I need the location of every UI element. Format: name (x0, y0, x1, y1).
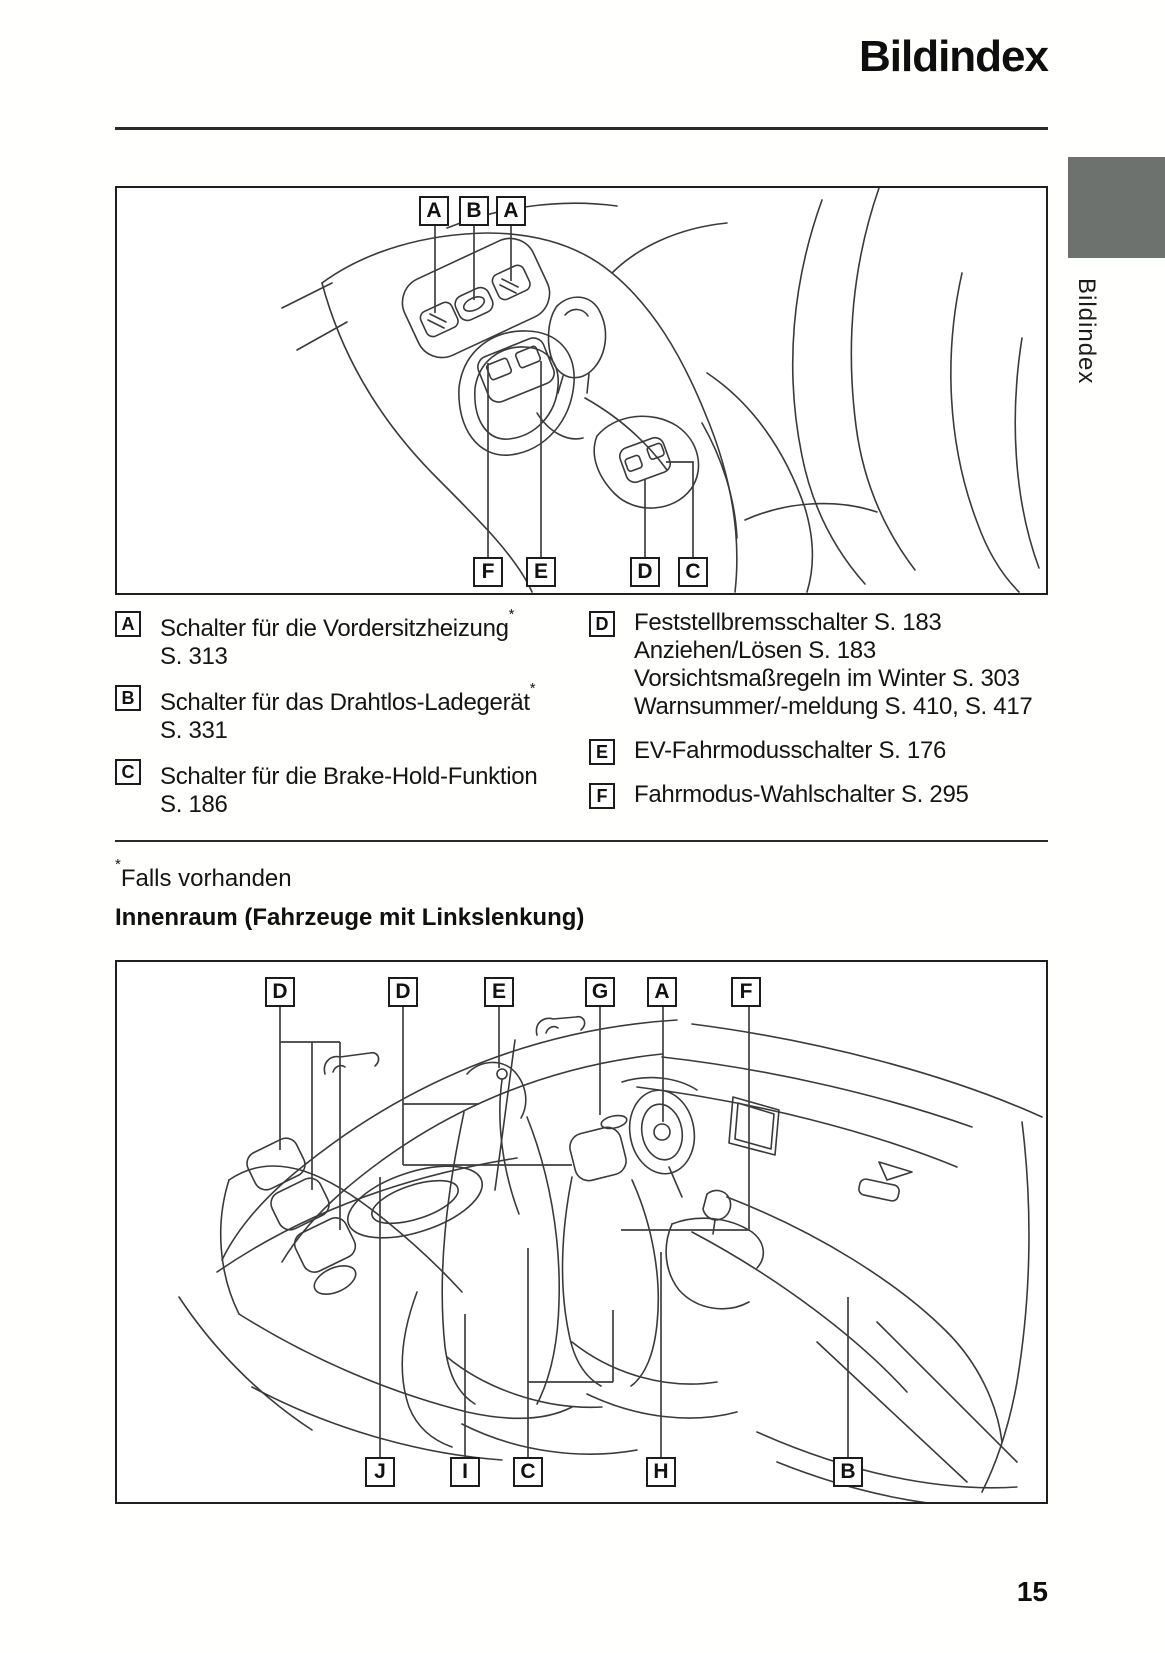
parking-brake-switch (624, 454, 643, 472)
center-console-illustration (281, 188, 1040, 593)
callout-seat-heater-right: A (496, 196, 526, 226)
callout-rear-seats: J (365, 1457, 395, 1487)
wireless-charger-switch (454, 286, 494, 322)
footnote-marker: * (115, 856, 121, 873)
callout-door-handle: G (585, 977, 615, 1007)
legend-letter-d: D (589, 611, 615, 637)
interior-illustration (178, 1007, 1043, 1502)
dashboard (600, 1056, 1030, 1493)
section-divider (115, 840, 1048, 842)
legend-column-right: D Feststellbremsschalter S. 183 Anziehen… (589, 609, 1051, 831)
legend-item-d: D Feststellbremsschalter S. 183 Anziehen… (589, 609, 1051, 721)
legend-page-ref: S. 186 (160, 791, 228, 818)
legend-text-c: Schalter für die Brake-Hold-Funktion S. … (160, 757, 589, 819)
legend-text-d: Feststellbremsschalter S. 183 Anziehen/L… (634, 609, 1051, 721)
shift-knob (547, 296, 607, 379)
legend-line: Vorsichtsmaßregeln im Winter S. 303 (634, 665, 1020, 692)
legend-text-b: Schalter für das Drahtlos-Ladegerät* S. … (160, 680, 589, 745)
callout-seat-heater-left: A (419, 196, 449, 226)
callout-wireless-charger: B (459, 196, 489, 226)
legend-column-left: A Schalter für die Vordersitzheizung* S.… (115, 606, 589, 831)
callout-brake-hold: C (678, 557, 708, 587)
floor-lines (756, 1321, 1018, 1502)
door-and-armrest-context (706, 188, 1040, 593)
brake-hold-switch (646, 442, 665, 460)
figure-legend: A Schalter für die Vordersitzheizung* S.… (115, 606, 1051, 831)
legend-item-f: F Fahrmodus-Wahlschalter S. 295 (589, 781, 1051, 809)
console-figure: A B A F E D C (115, 186, 1048, 595)
legend-page-ref: S. 331 (160, 717, 228, 744)
legend-page-ref: S. 313 (160, 643, 228, 670)
page-title: Bildindex (858, 32, 1049, 81)
rear-headrest-3 (293, 1217, 357, 1273)
footnote: *Falls vorhanden (115, 856, 292, 893)
legend-letter-b: B (115, 685, 141, 711)
legend-letter-e: E (589, 739, 615, 765)
callout-seat-cushion: I (450, 1457, 480, 1487)
roof-and-window-lines (216, 1019, 1043, 1273)
rear-seat (178, 1137, 573, 1461)
callout-center-display: F (731, 977, 761, 1007)
driver-seat (561, 1126, 738, 1419)
section-heading: Innenraum (Fahrzeuge mit Linkslenkung) (115, 904, 585, 931)
chapter-tab-label: Bildindex (1073, 278, 1100, 385)
legend-label: Schalter für die Vordersitzheizung (160, 615, 509, 642)
legend-line: Warnsummer/-meldung S. 410, S. 417 (634, 693, 1033, 720)
legend-letter-f: F (589, 783, 615, 809)
legend-label: Schalter für die Brake-Hold-Funktion (160, 763, 538, 790)
legend-letter-a: A (115, 611, 141, 637)
side-vent (858, 1178, 900, 1202)
legend-text-a: Schalter für die Vordersitzheizung* S. 3… (160, 606, 589, 671)
grab-handles (323, 1015, 586, 1075)
page-number: 15 (1016, 1576, 1048, 1607)
footnote-text: Falls vorhanden (120, 865, 292, 892)
steering-wheel (621, 1076, 698, 1198)
rear-headrest-2 (270, 1177, 330, 1231)
rear-headrest-1 (246, 1137, 306, 1191)
seat-heater-switch-right (491, 264, 531, 301)
callout-steering-wheel: A (647, 977, 677, 1007)
callout-front-headrests: D (388, 977, 418, 1007)
driver-headrest (569, 1126, 627, 1182)
center-console-shifter (665, 1189, 765, 1310)
callout-front-seats: C (513, 1457, 543, 1487)
callout-rear-headrests: D (265, 977, 295, 1007)
legend-item-b: B Schalter für das Drahtlos-Ladegerät* S… (115, 680, 589, 745)
footnote-marker: * (529, 680, 536, 697)
legend-text-f: Fahrmodus-Wahlschalter S. 295 (634, 781, 969, 808)
legend-label: Schalter für das Drahtlos-Ladegerät (160, 689, 530, 716)
legend-item-c: C Schalter für die Brake-Hold-Funktion S… (115, 757, 589, 819)
chapter-tab (1068, 157, 1165, 258)
legend-line: Feststellbremsschalter S. 183 (634, 609, 942, 636)
legend-item-e: E EV-Fahrmodusschalter S. 176 (589, 737, 1051, 765)
door-handle (600, 1114, 628, 1130)
callout-center-console: H (646, 1457, 676, 1487)
drive-mode-switch-panel (477, 337, 555, 403)
callout-glovebox: B (833, 1457, 863, 1487)
seat-heater-switch-left (419, 301, 459, 338)
footnote-marker: * (508, 606, 515, 623)
drive-mode-select-switch (485, 357, 513, 381)
legend-line: Anziehen/Lösen S. 183 (634, 637, 876, 664)
console-body (321, 232, 738, 593)
legend-letter-c: C (115, 759, 141, 785)
upper-switch-panel (401, 237, 551, 359)
legend-text-e: EV-Fahrmodusschalter S. 176 (634, 737, 947, 764)
callout-seatbelt: E (484, 977, 514, 1007)
console-callout-leaders (434, 226, 694, 558)
callout-drive-mode: F (473, 557, 503, 587)
rear-door-switch (313, 1265, 357, 1295)
seatbelt-and-pillar (494, 1039, 520, 1215)
callout-ev-mode: E (526, 557, 556, 587)
shift-lever (458, 296, 607, 456)
legend-item-a: A Schalter für die Vordersitzheizung* S.… (115, 606, 589, 671)
title-divider (115, 127, 1048, 130)
ev-mode-switch (514, 345, 542, 369)
callout-parking-brake: D (630, 557, 660, 587)
interior-callout-leaders (279, 1007, 849, 1457)
touchscreen (728, 1096, 780, 1156)
parking-brake-switch-panel (593, 415, 700, 509)
interior-figure: D D E G A F J I C H B (115, 960, 1048, 1504)
